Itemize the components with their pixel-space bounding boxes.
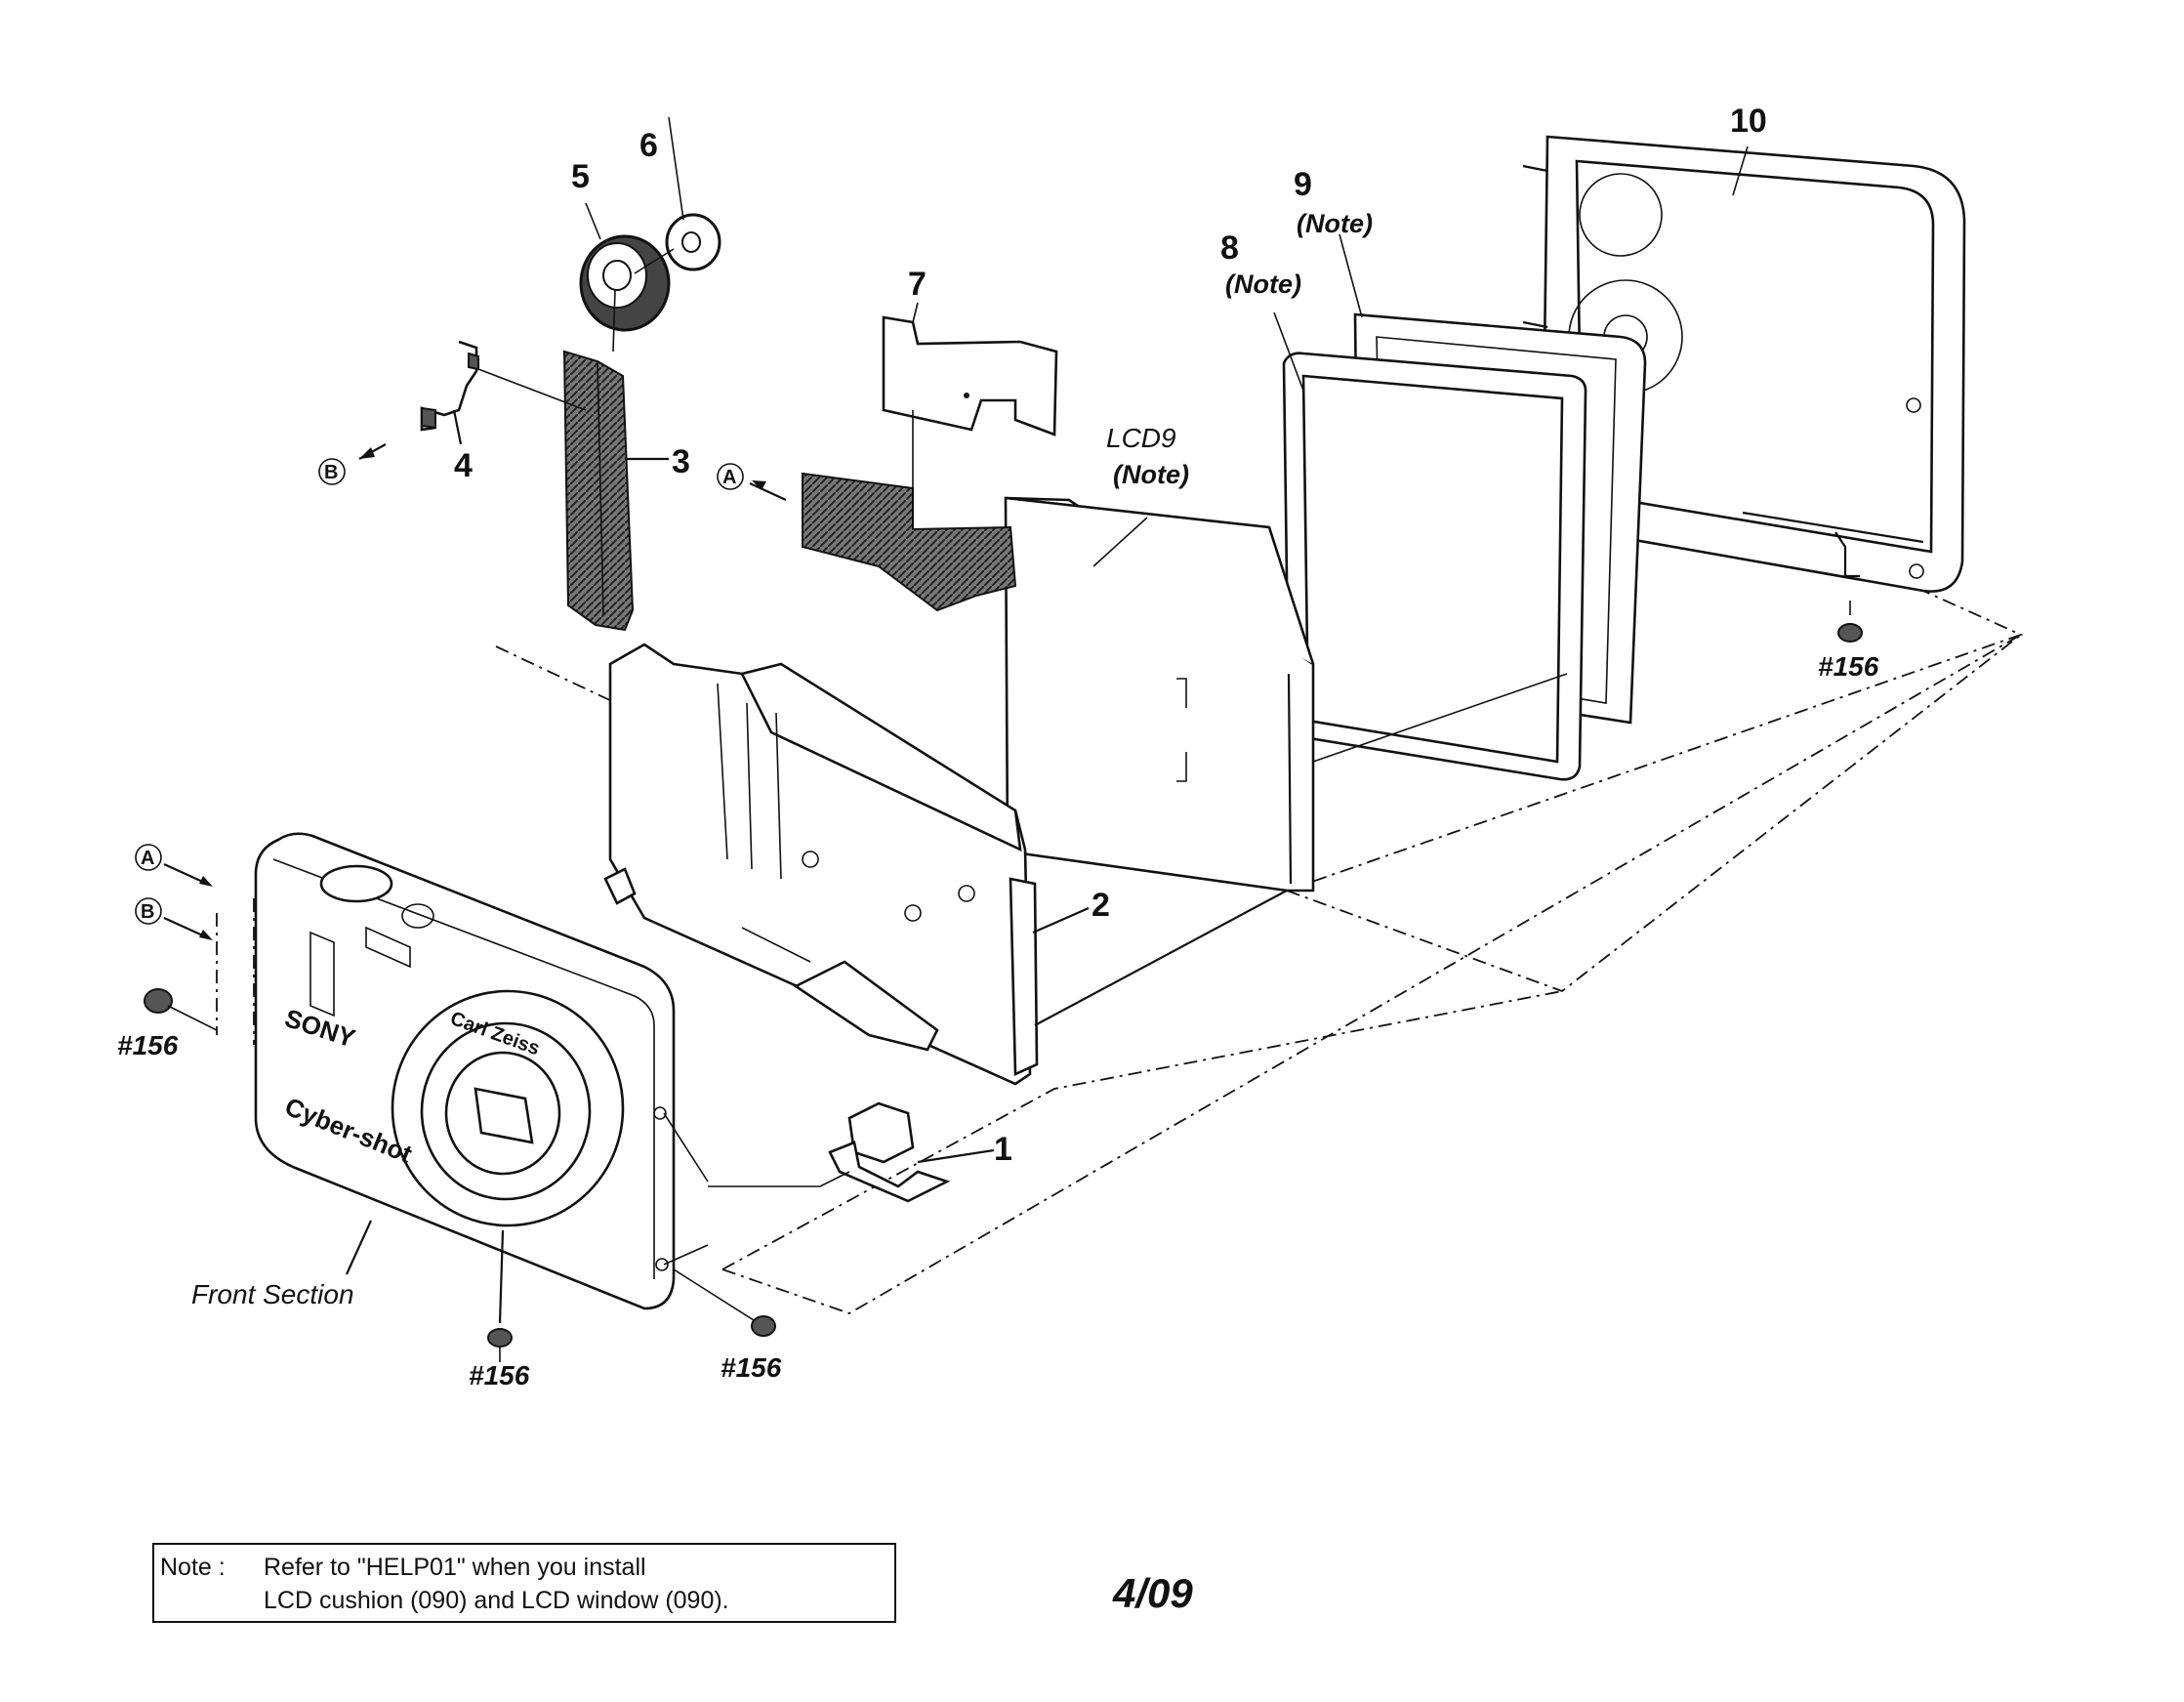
connector-a-left: A bbox=[141, 848, 154, 869]
connector-markers: A B A B bbox=[135, 458, 787, 940]
part-number-10: 10 bbox=[1730, 103, 1767, 140]
screws bbox=[144, 601, 1863, 1362]
page-code: 4/09 bbox=[1113, 1570, 1193, 1616]
part-4-bracket bbox=[358, 340, 587, 460]
part-number-5: 5 bbox=[571, 158, 590, 195]
part-7-flex-cable bbox=[802, 315, 1058, 612]
screw-icon bbox=[487, 1328, 513, 1362]
part-number-9: 9 bbox=[1294, 166, 1312, 203]
part-number-7: 7 bbox=[908, 266, 927, 303]
lcd-note-tag: (Note) bbox=[1113, 460, 1189, 489]
part-2-main-frame bbox=[603, 643, 1288, 1086]
text-labels: (Note) (Note) LCD9 (Note) Front Section … bbox=[117, 209, 1879, 1391]
part-6-washer bbox=[634, 213, 721, 274]
part-number-6: 6 bbox=[639, 127, 658, 164]
connector-b-right: B bbox=[324, 462, 338, 483]
lcd-label: LCD9 bbox=[1106, 423, 1176, 453]
part-number-1: 1 bbox=[994, 1131, 1012, 1168]
front-section-label: Front Section bbox=[191, 1279, 354, 1309]
note-line-2: LCD cushion (090) and LCD window (090). bbox=[264, 1587, 729, 1614]
screw-icon bbox=[144, 988, 218, 1031]
note-label: Note : bbox=[160, 1554, 226, 1581]
lcd-panel bbox=[1004, 496, 1568, 893]
part-numbers: 1 2 3 4 5 6 7 8 9 10 bbox=[454, 103, 1767, 1168]
part-number-8: 8 bbox=[1220, 229, 1239, 267]
connector-a-right: A bbox=[722, 467, 736, 488]
screw-label-left: #156 bbox=[117, 1030, 179, 1060]
part-number-3: 3 bbox=[672, 443, 690, 480]
screw-label-bottom: #156 bbox=[469, 1360, 530, 1391]
part-number-4: 4 bbox=[454, 447, 473, 484]
front-section-camera: SONY Cyber-shot Carl Zeiss bbox=[254, 832, 709, 1324]
part-1-connector bbox=[708, 1101, 995, 1203]
part-8-lcd-cushion bbox=[1282, 352, 1587, 781]
part-8-note-tag: (Note) bbox=[1225, 270, 1301, 299]
part-number-2: 2 bbox=[1092, 887, 1110, 924]
note-box: Note : Refer to "HELP01" when you instal… bbox=[152, 1543, 896, 1623]
leader-lines bbox=[585, 116, 1749, 567]
note-line-1: Refer to "HELP01" when you install bbox=[264, 1554, 646, 1581]
screw-label-rear: #156 bbox=[1818, 651, 1879, 682]
screw-icon bbox=[673, 1268, 776, 1337]
part-5-ring bbox=[579, 234, 671, 353]
connector-b-left: B bbox=[141, 901, 154, 923]
screw-label-bottom-right: #156 bbox=[721, 1352, 782, 1383]
part-3-key-board bbox=[562, 350, 669, 632]
screw-icon bbox=[1837, 601, 1863, 643]
part-9-note-tag: (Note) bbox=[1297, 209, 1373, 238]
